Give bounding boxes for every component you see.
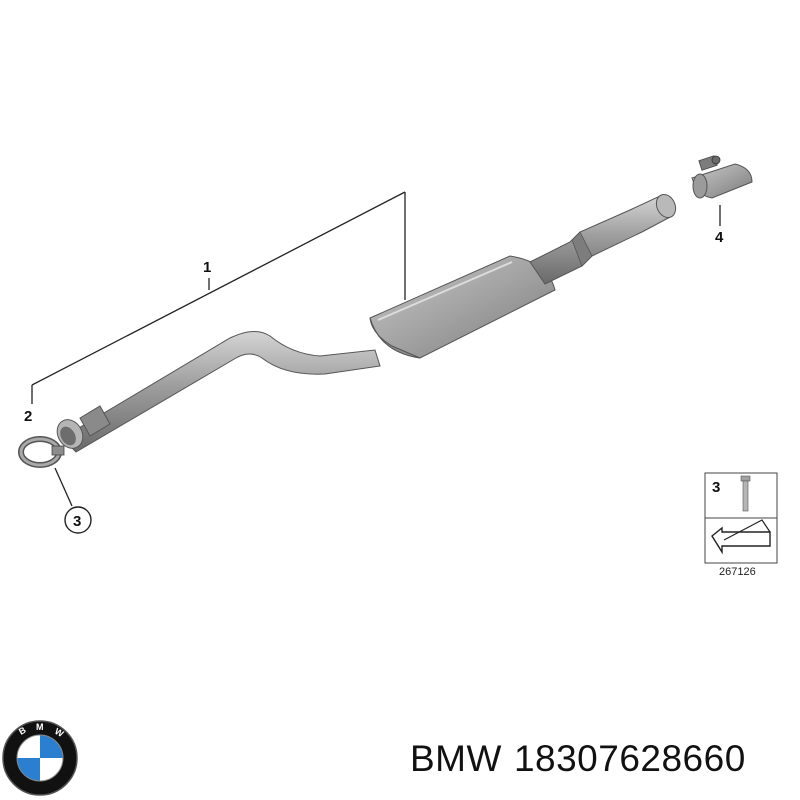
- svg-text:M: M: [36, 722, 44, 732]
- arrow-icon: [711, 519, 771, 555]
- callout-3: 3: [73, 513, 81, 530]
- rear-pipe: [529, 193, 677, 285]
- callout-3-circle: [64, 506, 92, 534]
- bolt-icon: [740, 475, 751, 512]
- legend-item-number: 3: [712, 479, 720, 496]
- bmw-logo: B M W: [2, 720, 78, 796]
- callout-4: 4: [715, 229, 724, 246]
- sleeve-clamp: [691, 155, 753, 199]
- callout-1: 1: [203, 259, 211, 276]
- brand-name: BMW: [410, 738, 502, 779]
- pipe-clamp: [18, 436, 65, 468]
- part-caption: BMW 18307628660: [410, 738, 758, 780]
- callout-2: 2: [24, 408, 32, 425]
- front-pipe: [56, 331, 381, 453]
- center-muffler: [369, 255, 556, 359]
- reference-number: 267126: [719, 566, 756, 578]
- part-number: 18307628660: [513, 738, 746, 779]
- legend-box: 3 267126: [704, 472, 778, 578]
- svg-text:B: B: [17, 725, 28, 737]
- bracket-lines: [31, 191, 721, 507]
